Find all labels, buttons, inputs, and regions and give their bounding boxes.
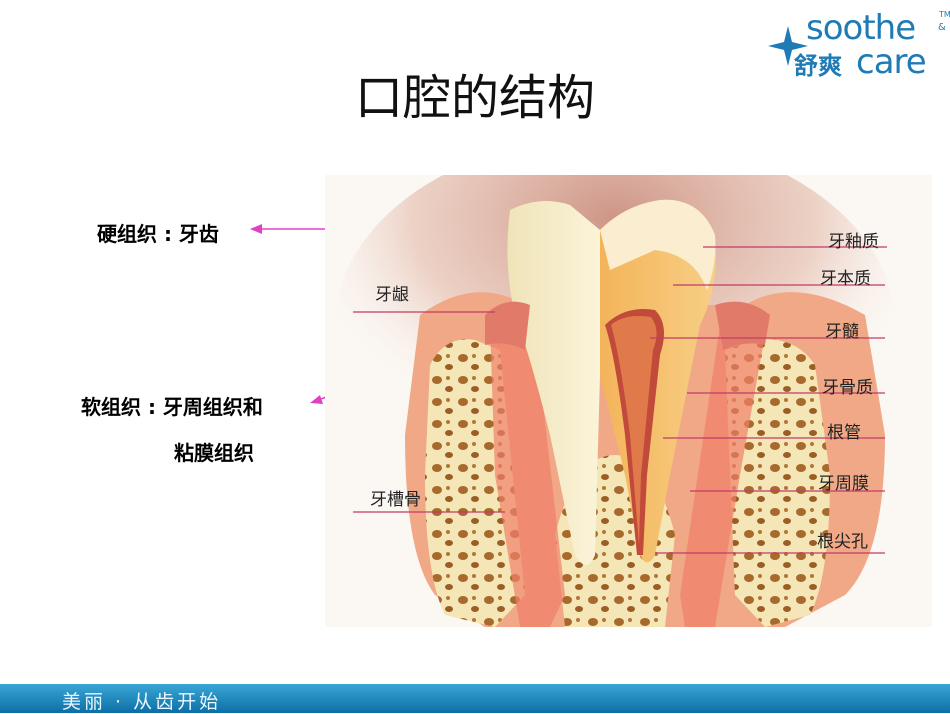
- tooth-diagram: 牙龈 牙槽骨 牙釉质 牙本质 牙髓 牙骨质 根管 牙周膜 根尖孔: [325, 175, 932, 627]
- logo-text-care: care: [856, 42, 927, 82]
- logo-trademark: TM: [939, 10, 950, 19]
- label-periodontal-membrane: 牙周膜: [818, 474, 869, 494]
- hard-tissue-arrowhead: [250, 224, 262, 234]
- label-dentin: 牙本质: [820, 269, 871, 289]
- label-cementum: 牙骨质: [822, 378, 873, 398]
- label-root-canal: 根管: [827, 423, 861, 443]
- soft-tissue-arrowhead: [310, 395, 323, 404]
- label-gum: 牙龈: [375, 285, 409, 305]
- label-pulp: 牙髓: [825, 322, 859, 342]
- label-enamel: 牙釉质: [828, 232, 879, 252]
- tooth-illustration: [325, 175, 932, 627]
- soft-tissue-label-line2: 粘膜组织: [174, 441, 254, 465]
- slide-title: 口腔的结构: [354, 70, 595, 126]
- brand-logo: soothe TM & 舒爽 care: [768, 6, 950, 82]
- soft-tissue-label: 软组织 : 牙周组织和: [81, 395, 263, 419]
- label-apical-foramen: 根尖孔: [817, 532, 868, 552]
- leader-lines: [353, 246, 887, 554]
- logo-text-soothe: soothe: [806, 8, 916, 48]
- logo-text-chinese: 舒爽: [794, 52, 842, 80]
- star-icon: [768, 26, 808, 66]
- hard-tissue-label: 硬组织 : 牙齿: [97, 222, 219, 246]
- label-alveolar-bone: 牙槽骨: [370, 490, 421, 510]
- logo-ampersand: &: [938, 22, 946, 33]
- footer-bar: 美丽 · 从齿开始: [0, 684, 950, 713]
- footer-slogan: 美丽 · 从齿开始: [62, 691, 222, 713]
